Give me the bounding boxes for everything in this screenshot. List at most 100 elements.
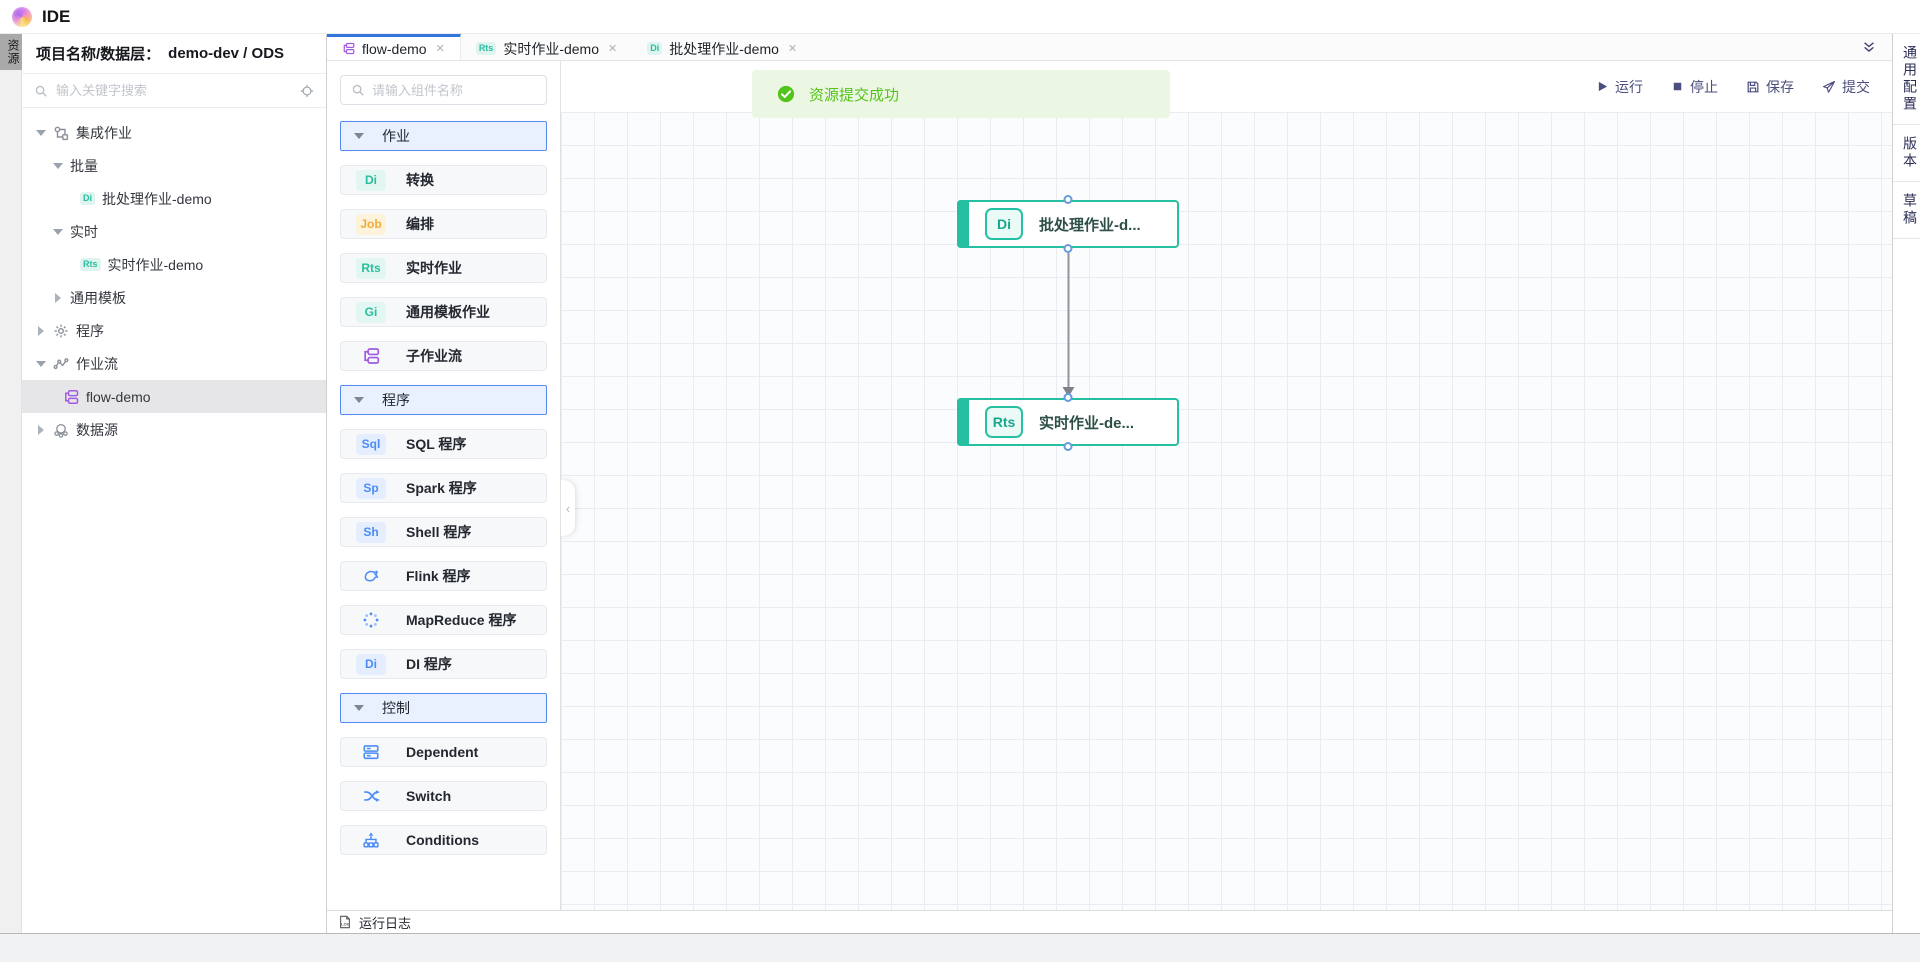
node-label: 批处理作业-d... xyxy=(1039,216,1141,234)
subflow-icon xyxy=(342,42,355,55)
close-icon[interactable]: ✕ xyxy=(787,43,798,55)
conditions-icon xyxy=(356,831,386,849)
subflow-icon xyxy=(356,347,386,365)
chevron-down-icon[interactable] xyxy=(53,227,63,237)
palette-item-Flink 程序[interactable]: Flink 程序 xyxy=(340,561,547,591)
right-rail-item-版本[interactable]: 版本 xyxy=(1893,125,1920,182)
flow-canvas[interactable]: 运行 停止 保存 提交 xyxy=(561,61,1892,910)
svg-text:LOG: LOG xyxy=(341,922,350,927)
collapse-tabs-button[interactable] xyxy=(1846,34,1892,60)
dependent-icon xyxy=(356,743,386,761)
palette-item-Shell 程序[interactable]: ShShell 程序 xyxy=(340,517,547,547)
top-bar: IDE xyxy=(0,0,1920,34)
palette-item-Conditions[interactable]: Conditions xyxy=(340,825,547,855)
stop-icon xyxy=(1671,80,1684,93)
chevron-down-icon xyxy=(354,397,364,403)
tree-item[interactable]: 数据源 xyxy=(22,413,326,446)
save-label: 保存 xyxy=(1766,78,1794,95)
palette-item-label: 转换 xyxy=(406,172,434,188)
palette-item-DI 程序[interactable]: Di DI 程序 xyxy=(340,649,547,679)
tree-item[interactable]: 实时 xyxy=(22,215,326,248)
palette-item-SQL 程序[interactable]: SqlSQL 程序 xyxy=(340,429,547,459)
chevron-down-icon[interactable] xyxy=(36,359,46,369)
tree-item[interactable]: 通用模板 xyxy=(22,281,326,314)
palette-item-子作业流[interactable]: 子作业流 xyxy=(340,341,547,371)
collapse-palette-handle[interactable]: ‹ xyxy=(561,480,575,536)
run-button[interactable]: 运行 xyxy=(1596,77,1643,97)
tree-item[interactable]: 批量 xyxy=(22,149,326,182)
palette-item-Dependent[interactable]: Dependent xyxy=(340,737,547,767)
right-rail-item-通用配置[interactable]: 通用配置 xyxy=(1893,34,1920,125)
chevron-down-icon[interactable] xyxy=(53,161,63,171)
tree-item[interactable]: flow-demo xyxy=(22,380,326,413)
palette-item-MapReduce 程序[interactable]: MapReduce 程序 xyxy=(340,605,547,635)
chevron-right-icon[interactable] xyxy=(36,425,46,435)
check-circle-icon xyxy=(777,85,795,103)
tree-item-label: 实时作业-demo xyxy=(107,256,204,273)
tab-flow-demo[interactable]: flow-demo✕ xyxy=(327,34,461,60)
palette-item-label: 子作业流 xyxy=(406,348,462,364)
palette-section-程序[interactable]: 程序 xyxy=(340,385,547,415)
app-logo-icon xyxy=(12,6,32,27)
input-port[interactable] xyxy=(1063,393,1073,402)
sidebar: 项目名称/数据层： demo-dev / ODS 集成作业批量Di批处理作业-d… xyxy=(22,34,327,933)
palette-item-label: DI 程序 xyxy=(406,656,452,672)
palette-section-title: 控制 xyxy=(382,700,410,716)
palette-item-label: SQL 程序 xyxy=(406,436,467,452)
gear-icon xyxy=(53,323,69,339)
close-icon[interactable]: ✕ xyxy=(435,43,445,55)
tree-item[interactable]: 程序 xyxy=(22,314,326,347)
palette-item-label: Switch xyxy=(406,788,452,804)
flink-icon xyxy=(356,567,386,585)
component-badge: Job xyxy=(356,213,386,235)
project-layer-value: demo-dev / ODS xyxy=(168,45,285,62)
palette-item-label: Shell 程序 xyxy=(406,524,472,540)
workflow-icon xyxy=(53,356,69,372)
chevron-down-icon xyxy=(354,705,364,711)
submit-icon xyxy=(1822,80,1836,94)
close-icon[interactable]: ✕ xyxy=(608,43,618,55)
save-icon xyxy=(1746,80,1760,94)
locate-icon[interactable] xyxy=(300,84,314,98)
save-button[interactable]: 保存 xyxy=(1746,77,1794,97)
right-rail: 通用配置版本草稿 xyxy=(1892,34,1920,933)
run-log-bar[interactable]: LOG 运行日志 xyxy=(327,910,1892,933)
palette-item-Spark 程序[interactable]: SpSpark 程序 xyxy=(340,473,547,503)
tree-item-label: flow-demo xyxy=(86,388,151,405)
sidebar-search-input[interactable] xyxy=(56,83,292,98)
chevron-right-icon[interactable] xyxy=(36,326,46,336)
output-port[interactable] xyxy=(1063,442,1073,451)
palette-search-input[interactable] xyxy=(372,82,536,98)
input-port[interactable] xyxy=(1063,195,1073,204)
tree-item-label: 批量 xyxy=(70,157,98,174)
component-badge: Di xyxy=(356,653,386,675)
stop-button[interactable]: 停止 xyxy=(1671,77,1718,97)
submit-label: 提交 xyxy=(1842,78,1870,95)
integration-icon xyxy=(53,125,69,141)
palette-item-Switch[interactable]: Switch xyxy=(340,781,547,811)
output-port[interactable] xyxy=(1063,244,1073,253)
chevron-down-icon[interactable] xyxy=(36,128,46,138)
palette-section-作业[interactable]: 作业 xyxy=(340,121,547,151)
palette-item-label: Dependent xyxy=(406,744,479,760)
chevron-right-icon[interactable] xyxy=(53,293,63,303)
left-rail-tab-resources[interactable]: 资源 xyxy=(0,34,22,70)
right-rail-item-草稿[interactable]: 草稿 xyxy=(1893,182,1920,239)
tree-item[interactable]: 集成作业 xyxy=(22,116,326,149)
tree-item[interactable]: 作业流 xyxy=(22,347,326,380)
submit-button[interactable]: 提交 xyxy=(1822,77,1870,97)
palette-section-控制[interactable]: 控制 xyxy=(340,693,547,723)
